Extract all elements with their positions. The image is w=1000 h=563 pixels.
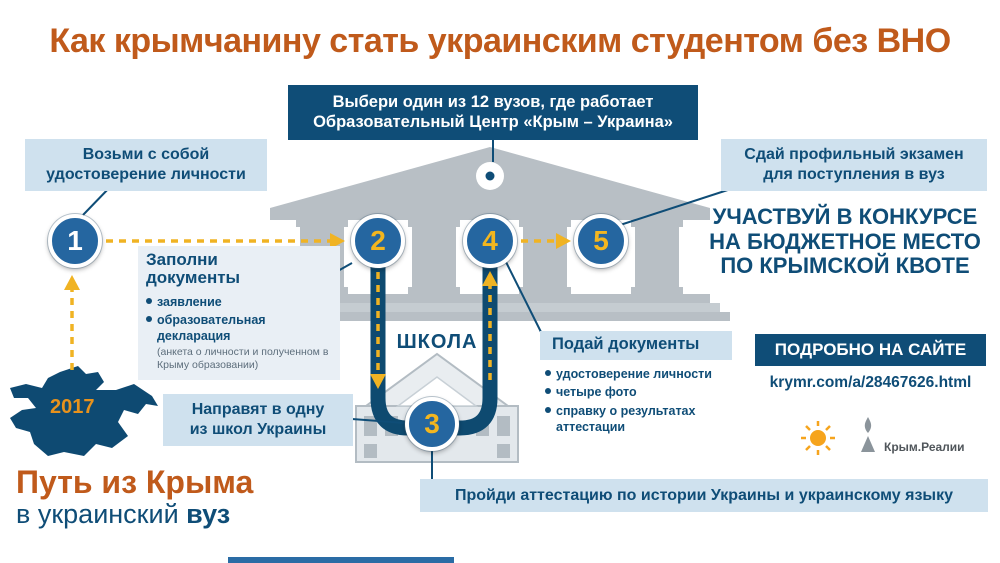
step4-bullet-item: удостоверение личности bbox=[545, 366, 735, 382]
step2-circle: 2 bbox=[351, 214, 405, 268]
krym-realii-logo-text: Крым.Реалии bbox=[884, 440, 965, 454]
step1-line1: Возьми с собой bbox=[82, 146, 210, 163]
contest-line1: УЧАСТВУЙ В КОНКУРСЕ bbox=[712, 204, 978, 229]
step2-bullet2-text: образовательная декларация bbox=[157, 312, 266, 344]
step3-line2: из школ Украины bbox=[189, 421, 327, 438]
contest-slogan: УЧАСТВУЙ В КОНКУРСЕ НА БЮДЖЕТНОЕ МЕСТО П… bbox=[695, 204, 995, 279]
step2-heading: Заполни документы bbox=[146, 250, 241, 288]
step4-bullet1-text: удостоверение личности bbox=[556, 367, 712, 381]
bullet-dot-icon bbox=[545, 406, 551, 413]
step2-documents-panel: Заполни документы заявление образователь… bbox=[138, 246, 340, 380]
choose-university-line2: Образовательный Центр «Крым – Украина» bbox=[313, 113, 673, 132]
step3-circle: 3 bbox=[405, 397, 459, 451]
step4-documents-list: удостоверение личности четыре фото справ… bbox=[545, 366, 735, 437]
torch-icon bbox=[861, 417, 875, 452]
step4-bullet2-text: четыре фото bbox=[556, 385, 637, 400]
arrowhead-icons bbox=[64, 233, 571, 389]
bottom-strip-decoration bbox=[228, 557, 454, 563]
step4-circle: 4 bbox=[463, 214, 517, 268]
step5-label-box: Сдай профильный экзамен для поступления … bbox=[721, 139, 987, 191]
footer-line2-prefix: в украинский bbox=[16, 499, 187, 529]
footer-title-line2: в украинский вуз bbox=[16, 499, 230, 530]
step1-label-box: Возьми с собой удостоверение личности bbox=[25, 139, 267, 191]
map-year-label: 2017 bbox=[50, 396, 95, 418]
step1-line2: удостоверение личности bbox=[46, 166, 246, 183]
step5-line2: для поступления в вуз bbox=[763, 166, 945, 183]
school-label: ШКОЛА bbox=[396, 331, 478, 353]
bullet-dot-icon bbox=[146, 315, 152, 322]
site-details-box: ПОДРОБНО НА САЙТЕ bbox=[755, 334, 986, 366]
contest-line2: НА БЮДЖЕТНОЕ МЕСТО bbox=[709, 228, 981, 254]
step4-bullet-item: четыре фото bbox=[545, 384, 735, 400]
step4-bullet-item: справку о результатах аттестации bbox=[545, 403, 735, 436]
bullet-dot-icon bbox=[545, 388, 551, 395]
step3-label-box: Направят в одну из школ Украины bbox=[163, 394, 353, 446]
sun-logo-icon bbox=[801, 421, 835, 455]
connector-lines bbox=[82, 138, 741, 480]
page-title: Как крымчанину стать украинским студенто… bbox=[49, 22, 951, 60]
attestation-bar: Пройди аттестацию по истории Украины и у… bbox=[420, 479, 988, 512]
choose-university-box: Выбери один из 12 вузов, где работает Об… bbox=[288, 85, 698, 140]
footer-title-line1: Путь из Крыма bbox=[16, 464, 254, 500]
step3-line1: Направят в одну bbox=[191, 401, 325, 418]
bullet-dot-icon bbox=[146, 297, 152, 304]
step5-line1: Сдай профильный экзамен bbox=[744, 146, 964, 163]
site-url-link[interactable]: krymr.com/a/28467626.html bbox=[769, 374, 972, 391]
flow-dashed-arrows bbox=[70, 239, 558, 380]
crimea-map bbox=[10, 366, 158, 456]
bullet-dot-icon bbox=[545, 370, 551, 376]
footer-line2-bold: вуз bbox=[186, 499, 231, 529]
step2-bullet1-text: заявление bbox=[157, 294, 222, 309]
step2-note: (анкета о личности и полученном в Крыму … bbox=[157, 346, 329, 372]
step2-bullet-item: образовательная декларация bbox=[146, 312, 332, 345]
step4-heading-bar: Подай документы bbox=[540, 331, 732, 360]
step5-circle: 5 bbox=[574, 214, 628, 268]
step2-bullet-item: заявление bbox=[146, 294, 332, 310]
step4-bullet3-text: справку о результатах аттестации bbox=[556, 403, 696, 434]
step1-circle: 1 bbox=[48, 214, 102, 268]
contest-line3: ПО КРЫМСКОЙ КВОТЕ bbox=[720, 253, 970, 279]
choose-university-line1: Выбери один из 12 вузов, где работает bbox=[332, 93, 654, 111]
